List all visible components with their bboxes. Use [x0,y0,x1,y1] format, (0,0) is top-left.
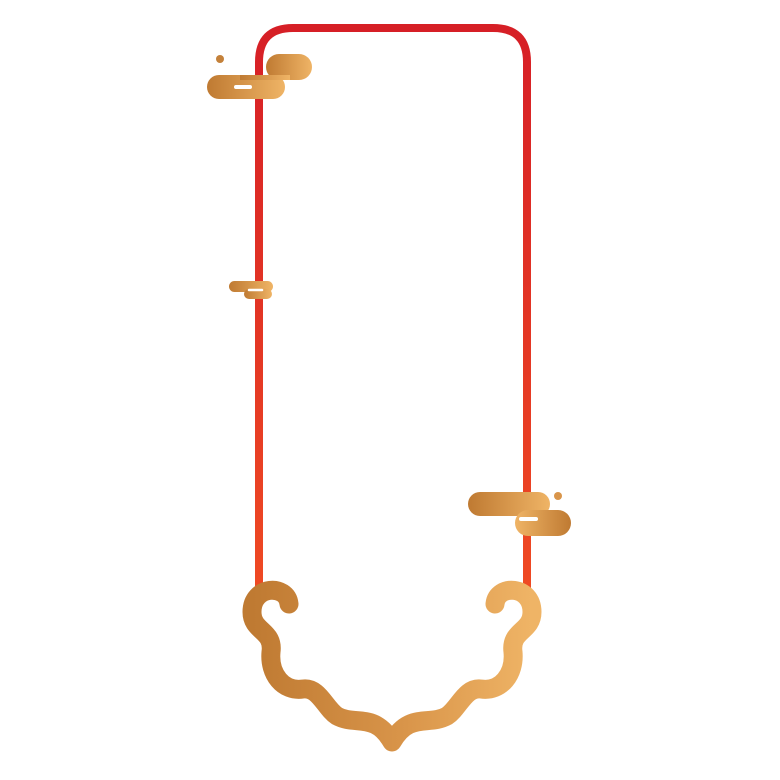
gold-cloud-bottom-right [428,492,610,536]
gold-cloud-top-left [170,54,350,99]
red-rounded-frame [255,24,531,599]
gold-scroll-bottom-border [242,580,542,752]
gold-cloud-middle-left [211,281,290,300]
